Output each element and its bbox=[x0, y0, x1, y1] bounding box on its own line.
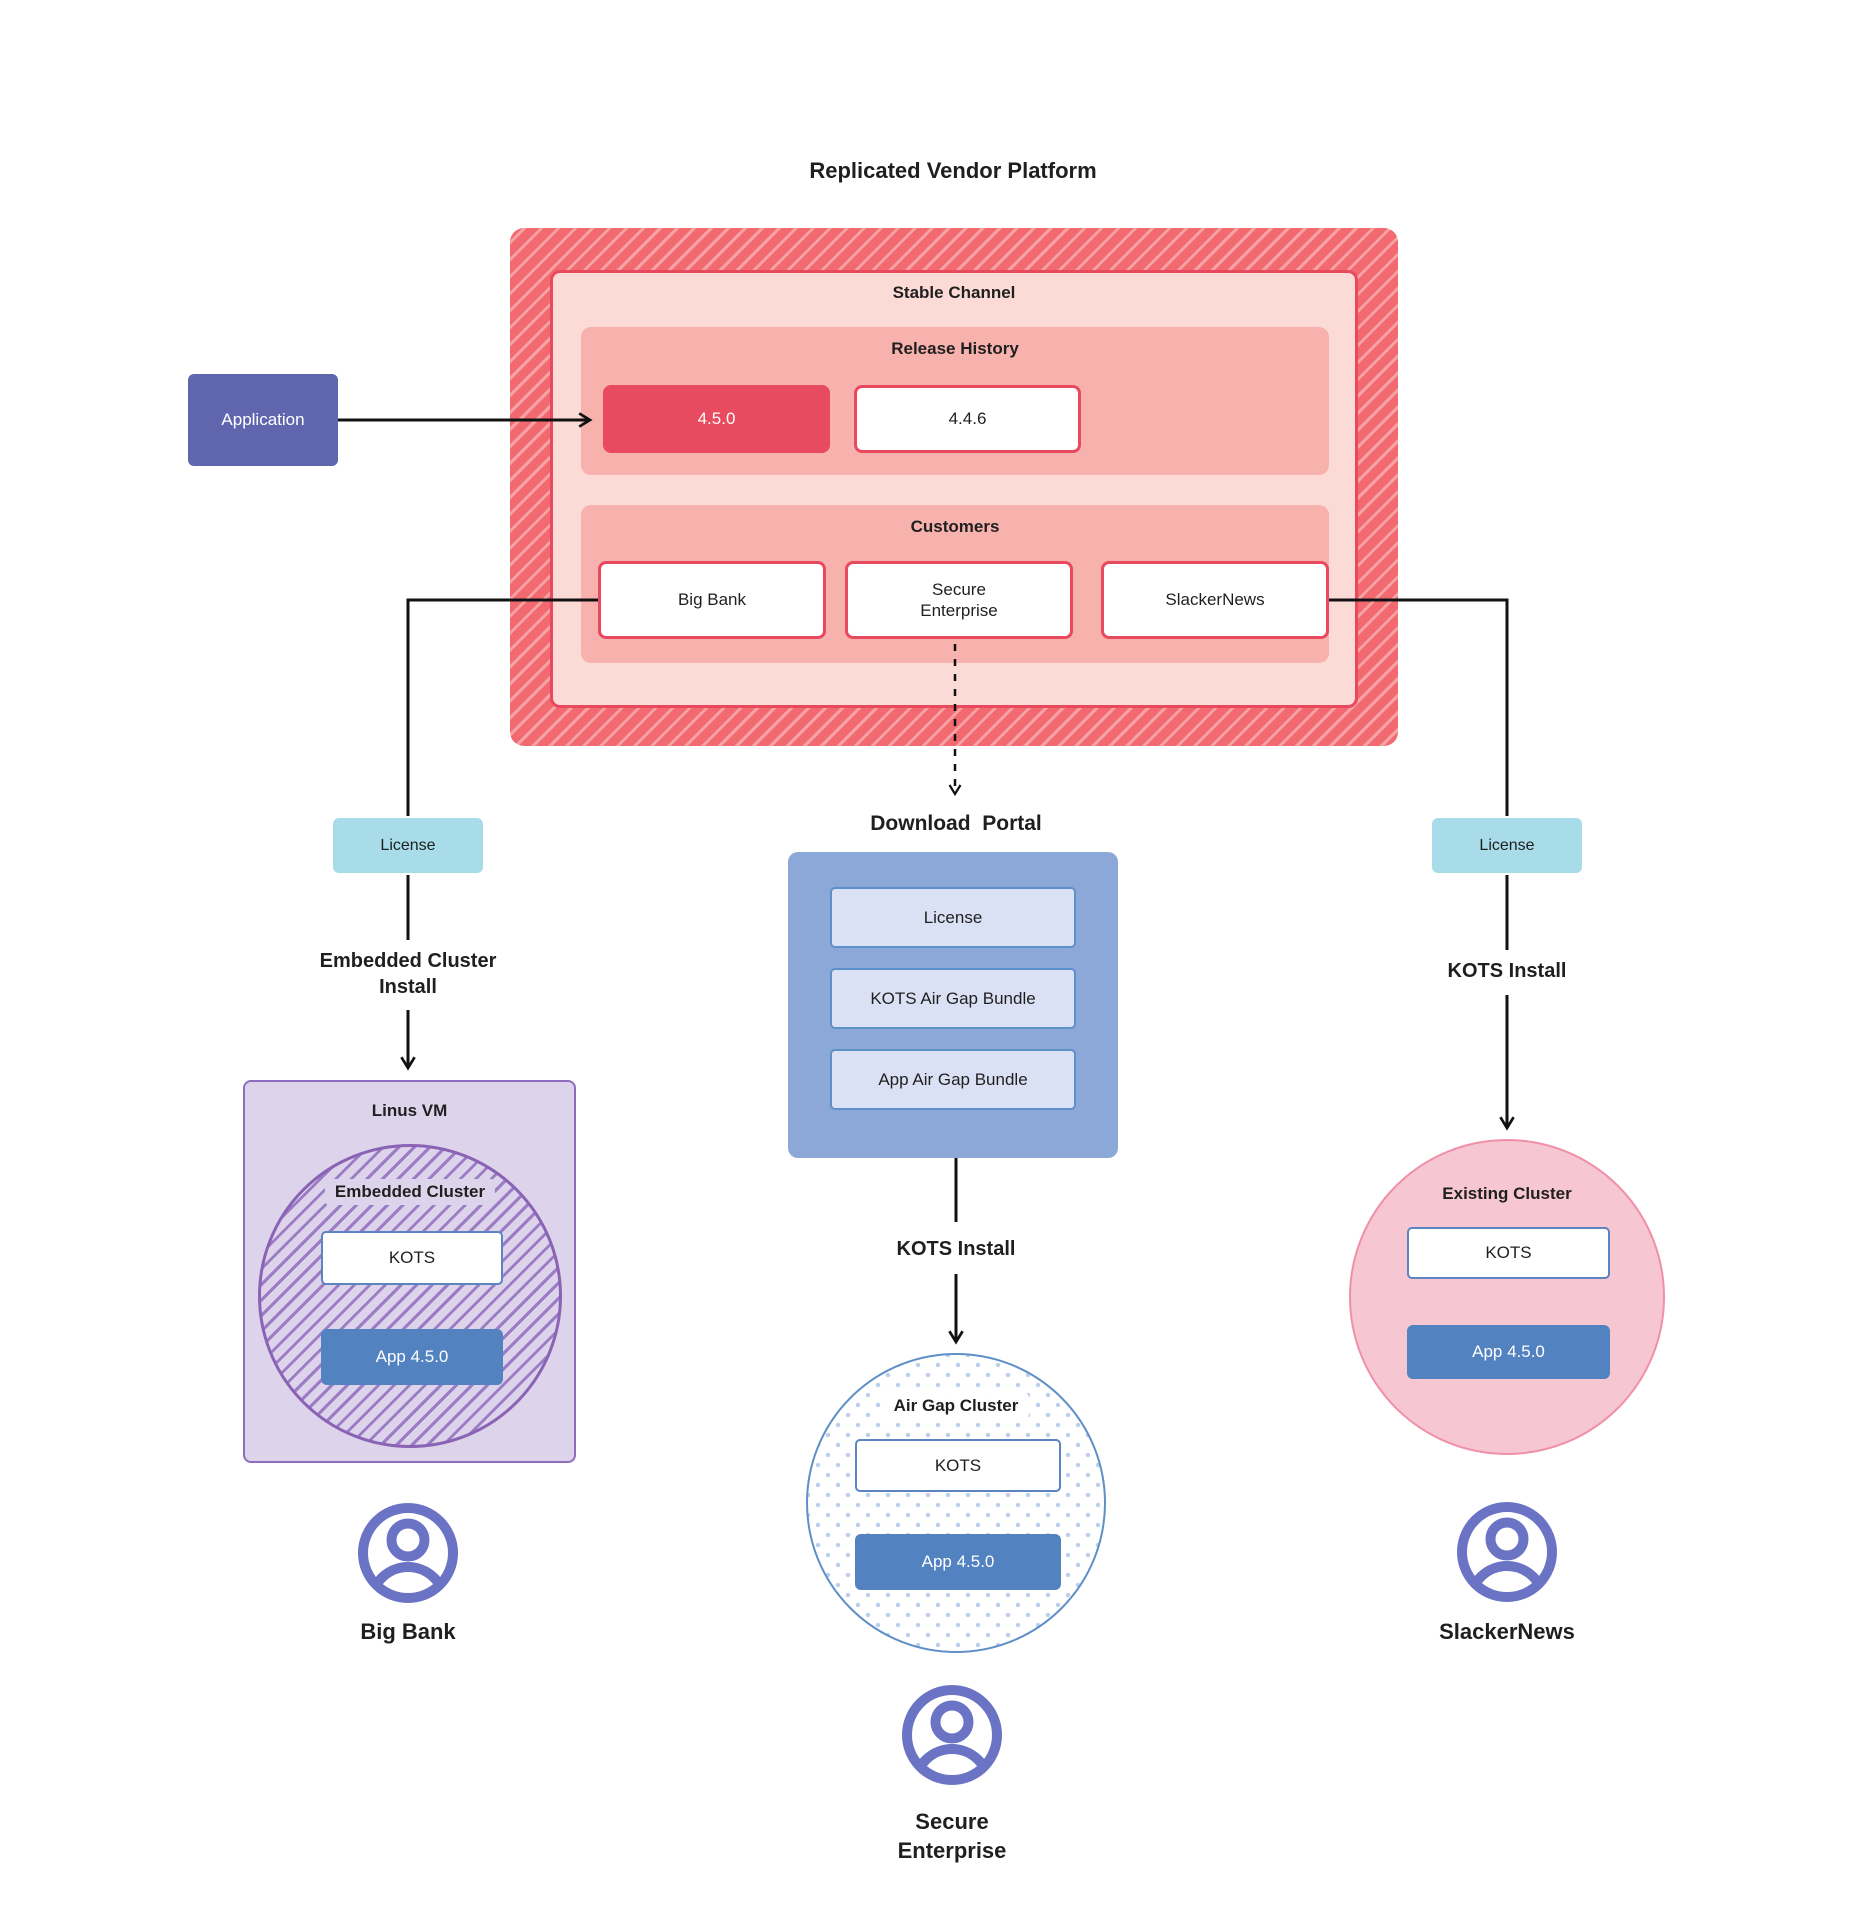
release-history-label: Release History bbox=[891, 339, 1019, 358]
user-icon-secure-enterprise bbox=[902, 1685, 1002, 1785]
user-label-secure-enterprise: Secure Enterprise bbox=[897, 1809, 1007, 1863]
kots-node-right: KOTS bbox=[1407, 1227, 1610, 1279]
kots-install-label-mid: KOTS Install bbox=[896, 1238, 1016, 1260]
kots-node-left: KOTS bbox=[321, 1231, 503, 1285]
diagram-title: Replicated Vendor Platform bbox=[809, 158, 1097, 183]
release-previous: 4.4.6 bbox=[854, 385, 1081, 453]
kots-install-label-right: KOTS Install bbox=[1447, 960, 1567, 982]
linus-vm-box: Linus VM Embedded Cluster KOTS App 4.5.0 bbox=[243, 1080, 576, 1463]
linus-vm-label: Linus VM bbox=[371, 1101, 448, 1120]
portal-item-app-bundle: App Air Gap Bundle bbox=[830, 1049, 1076, 1110]
user-label-slackernews: SlackerNews bbox=[1439, 1619, 1575, 1644]
license-node-right: License bbox=[1432, 818, 1582, 873]
air-gap-cluster-circle: Air Gap Cluster KOTS App 4.5.0 bbox=[806, 1353, 1106, 1653]
license-node-left: License bbox=[333, 818, 483, 873]
air-gap-cluster-label: Air Gap Cluster bbox=[883, 1393, 1029, 1419]
customers-box: Customers Big Bank Secure Enterprise Sla… bbox=[581, 505, 1329, 663]
portal-item-kots-bundle: KOTS Air Gap Bundle bbox=[830, 968, 1076, 1029]
release-current: 4.5.0 bbox=[603, 385, 830, 453]
customer-big-bank: Big Bank bbox=[598, 561, 826, 639]
customer-slackernews: SlackerNews bbox=[1101, 561, 1329, 639]
download-portal-box: License KOTS Air Gap Bundle App Air Gap … bbox=[788, 852, 1118, 1158]
stable-channel-label: Stable Channel bbox=[892, 283, 1016, 302]
kots-node-mid: KOTS bbox=[855, 1439, 1061, 1492]
download-portal-label: Download Portal bbox=[870, 812, 1042, 835]
application-node: Application bbox=[188, 374, 338, 466]
embedded-cluster-label: Embedded Cluster bbox=[324, 1179, 496, 1205]
customer-secure-enterprise: Secure Enterprise bbox=[845, 561, 1073, 639]
app-node-left: App 4.5.0 bbox=[321, 1329, 503, 1385]
customers-label: Customers bbox=[910, 517, 1000, 536]
embedded-cluster-install-label: Embedded Cluster Install bbox=[319, 950, 497, 998]
portal-item-license: License bbox=[830, 887, 1076, 948]
embedded-cluster-circle: Embedded Cluster KOTS App 4.5.0 bbox=[258, 1144, 562, 1448]
app-node-right: App 4.5.0 bbox=[1407, 1325, 1610, 1379]
existing-cluster-circle: Existing Cluster KOTS App 4.5.0 bbox=[1349, 1139, 1665, 1455]
release-history-box: Release History 4.5.0 4.4.6 bbox=[581, 327, 1329, 475]
user-label-big-bank: Big Bank bbox=[360, 1619, 456, 1644]
app-node-mid: App 4.5.0 bbox=[855, 1534, 1061, 1590]
stable-channel-box: Stable Channel Release History 4.5.0 4.4… bbox=[550, 270, 1358, 708]
user-icon-big-bank bbox=[358, 1503, 458, 1603]
vendor-platform-box: Stable Channel Release History 4.5.0 4.4… bbox=[510, 228, 1398, 746]
user-icon-slackernews bbox=[1457, 1502, 1557, 1602]
existing-cluster-label: Existing Cluster bbox=[1442, 1184, 1572, 1203]
